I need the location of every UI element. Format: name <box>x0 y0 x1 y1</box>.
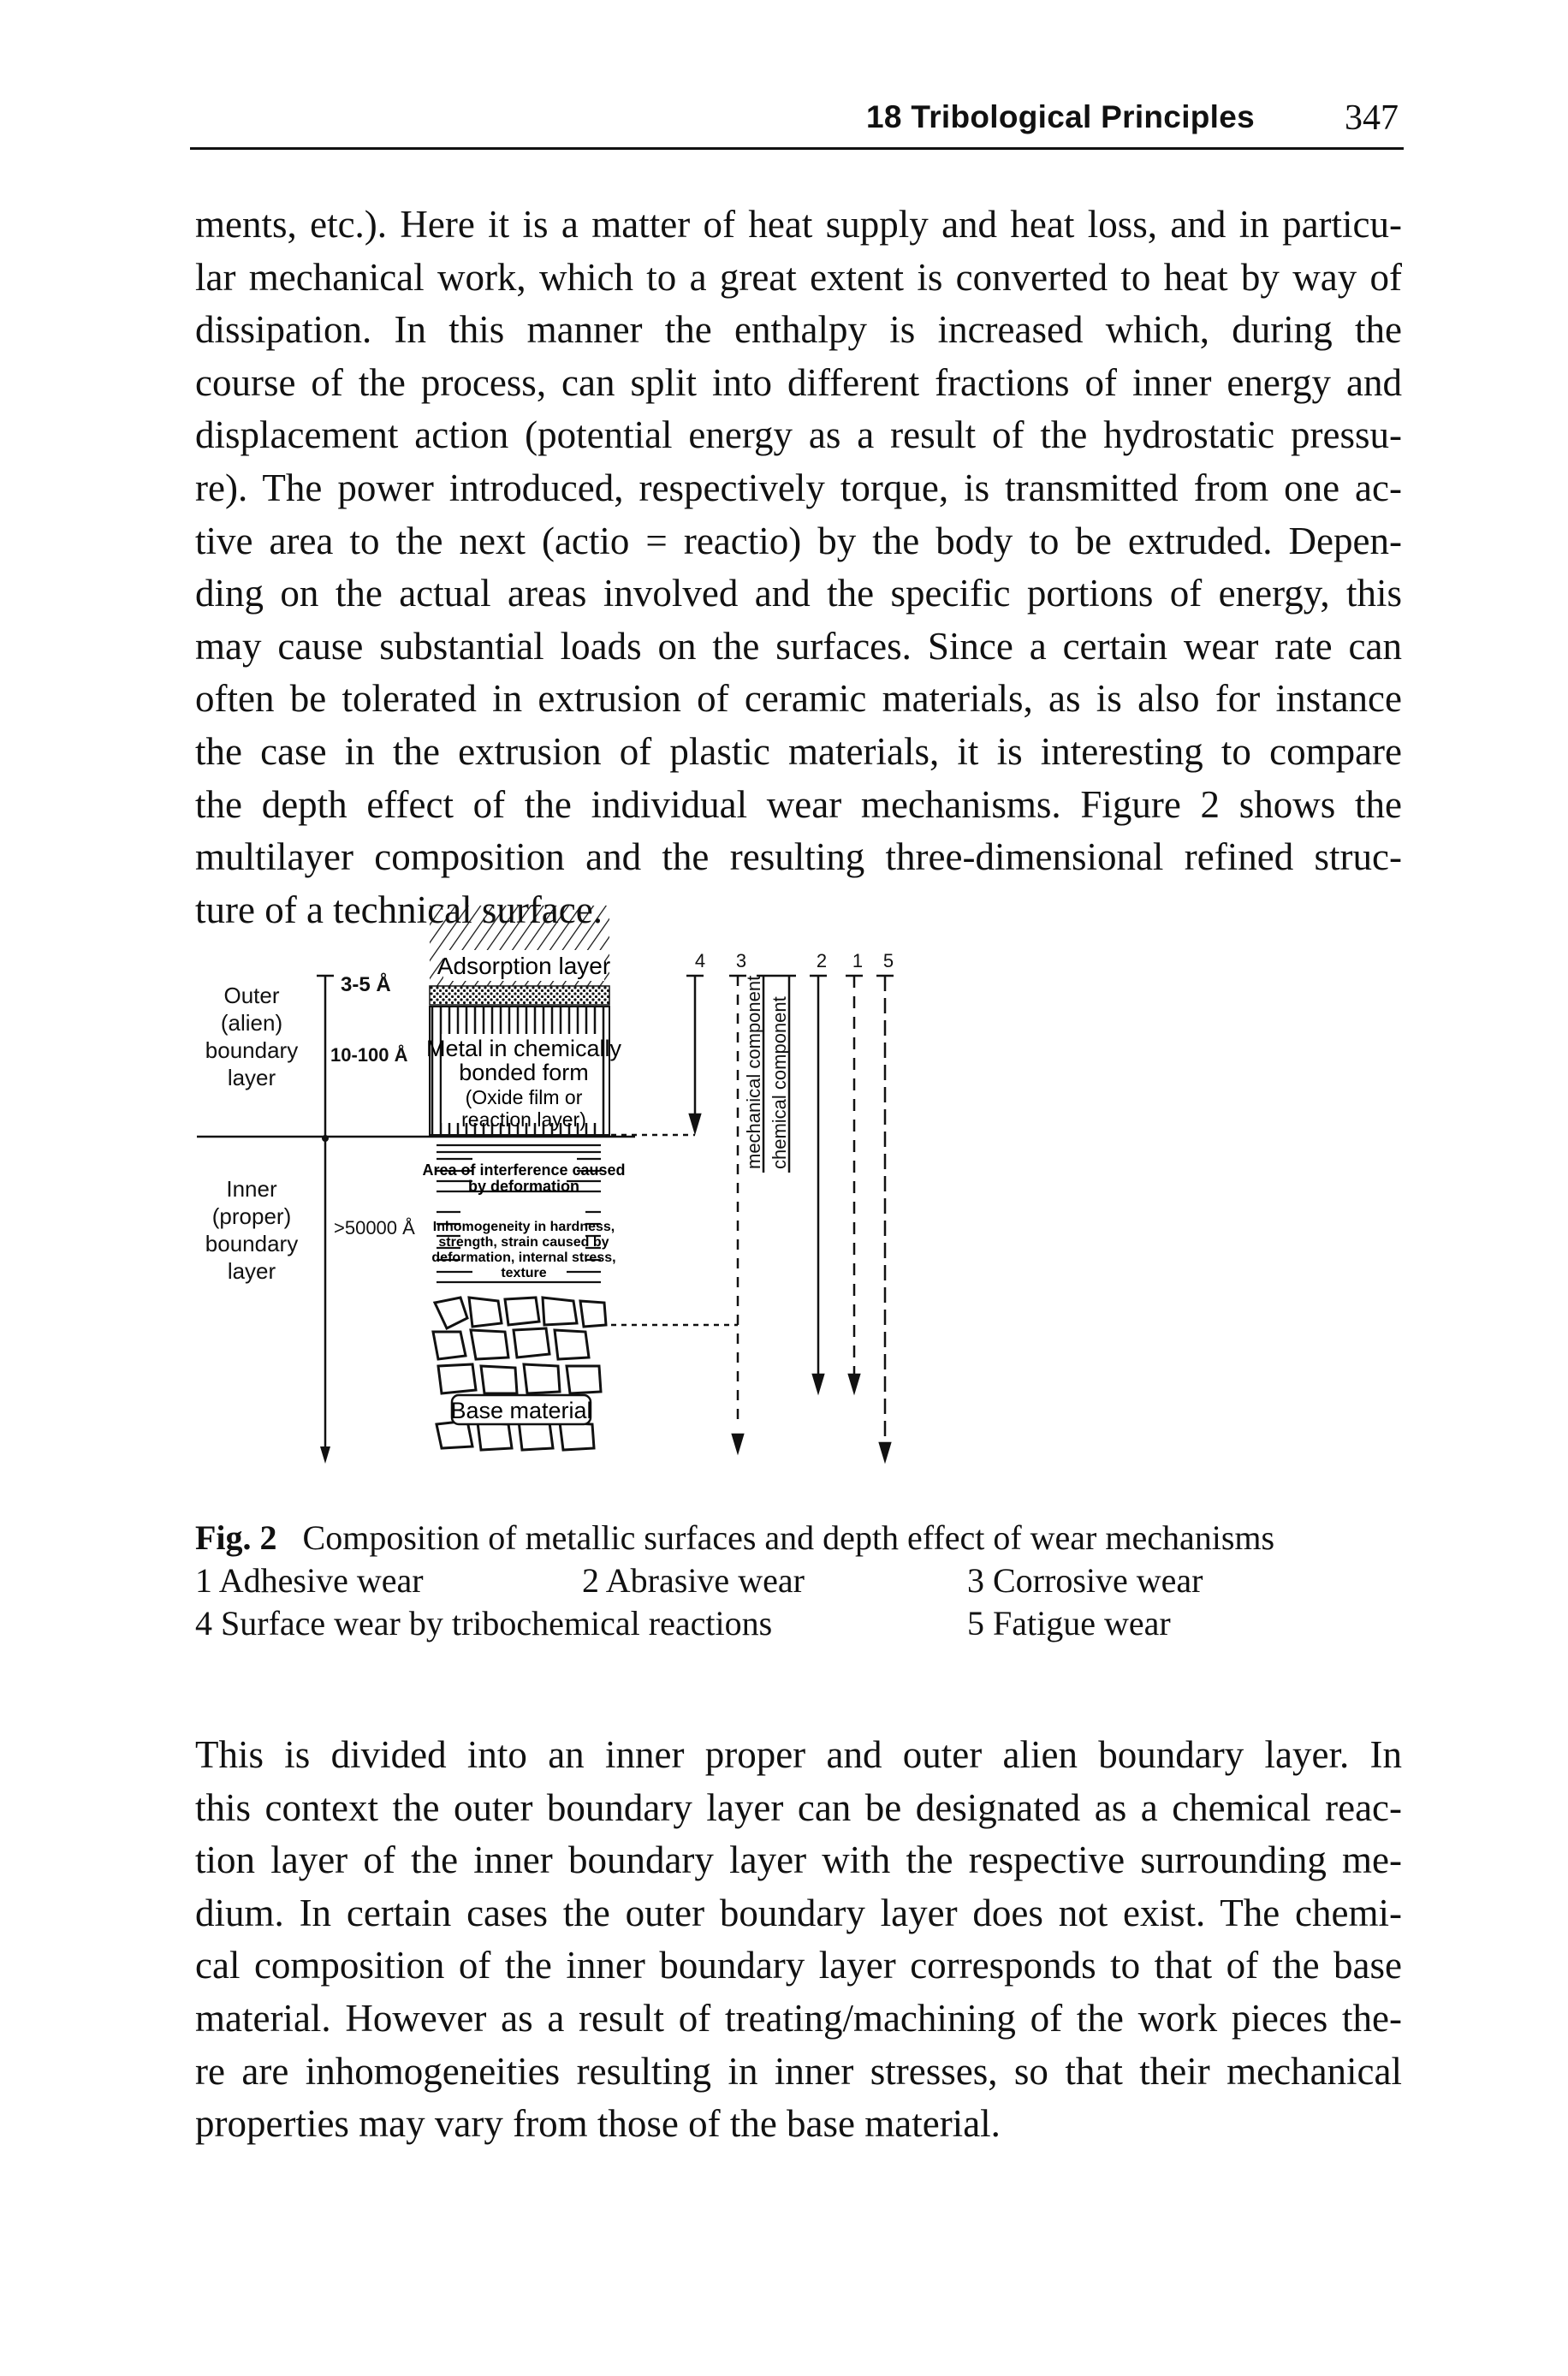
oxide-label-3: (Oxide film or <box>466 1086 583 1108</box>
text-line: material. However as a result of treatin… <box>195 1996 1402 2040</box>
outer-label-3: boundary <box>205 1037 298 1063</box>
text-line: course of the process, can split into di… <box>195 360 1402 404</box>
outer-label-4: layer <box>228 1065 276 1090</box>
column-number-5: 5 <box>883 950 894 971</box>
oxide-label-1: Metal in chemically <box>426 1036 622 1061</box>
text-line: properties may vary from those of the ba… <box>195 2102 1001 2146</box>
text-line: often be tolerated in extrusion of ceram… <box>195 677 1402 721</box>
text-line: ding on the actual areas involved and th… <box>195 572 1402 615</box>
outer-label-1: Outer <box>223 983 279 1008</box>
outer-label-2: (alien) <box>221 1010 282 1036</box>
thickness-adsorption: 3-5 Å <box>341 972 391 996</box>
caption-item-1: 1 Adhesive wear <box>195 1561 424 1600</box>
text-line: re). The power introduced, respectively … <box>195 466 1402 509</box>
caption-fig-label: Fig. 2 <box>195 1518 277 1557</box>
figure-2: Outer (alien) boundary layer Inner (prop… <box>190 890 1405 1489</box>
figure-caption: Fig. 2 Composition of metallic surfaces … <box>195 1517 1411 1645</box>
text-line: dium. In certain cases the outer boundar… <box>195 1891 1402 1934</box>
chapter-title: 18 Tribological Principles <box>866 99 1256 134</box>
base-material-box <box>450 1393 592 1426</box>
surface-composition-diagram: Outer (alien) boundary layer Inner (prop… <box>197 906 894 1464</box>
depth-arrow-icon <box>320 1446 330 1464</box>
paragraph-2: This is divided into an inner proper and… <box>195 1729 1402 2151</box>
oxide-label-4: reaction layer) <box>461 1108 586 1131</box>
paragraph-1: ments, etc.). Here it is a matter of hea… <box>195 199 1402 936</box>
interference-label-2: by deformation <box>468 1178 579 1195</box>
inner-label-4: layer <box>228 1258 276 1284</box>
text-line: the depth effect of the individual wear … <box>195 782 1402 826</box>
text-line: re are inhomogeneities resulting in inne… <box>195 2049 1402 2093</box>
caption-item-4: 4 Surface wear by tribochemical reaction… <box>195 1604 773 1642</box>
text-line: this context the outer boundary layer ca… <box>195 1785 1402 1829</box>
page-number: 347 <box>1345 98 1399 138</box>
layer-stack: Adsorption layer Metal in chemically bon… <box>422 906 626 1452</box>
column-number-4: 4 <box>695 950 705 971</box>
text-line: cal composition of the inner boundary la… <box>195 1944 1402 1987</box>
column-number-1: 1 <box>852 950 863 971</box>
thickness-oxide: 10-100 Å <box>330 1043 408 1066</box>
caption-items-row-1: 1 Adhesive wear 2 Abrasive wear 3 Corros… <box>195 1559 1411 1602</box>
inhomogeneity-label-2: strength, strain caused by <box>438 1235 609 1250</box>
adsorption-label: Adsorption layer <box>437 953 610 979</box>
caption-item-3: 3 Corrosive wear <box>967 1561 1203 1600</box>
inhomogeneity-label-3: deformation, internal stress, <box>431 1250 615 1265</box>
text-line: the case in the extrusion of plastic mat… <box>195 729 1402 773</box>
text-line: may cause substantial loads on the surfa… <box>195 624 1402 668</box>
caption-title: Composition of metallic surfaces and dep… <box>302 1518 1275 1557</box>
oxide-label-2: bonded form <box>459 1060 589 1085</box>
text-line: dissipation. In this manner the enthalpy… <box>195 308 1402 352</box>
mechanical-component-label: mechanical component <box>743 976 764 1169</box>
base-material-label: Base material <box>450 1398 591 1423</box>
caption-item-5: 5 Fatigue wear <box>967 1604 1171 1642</box>
inner-label-1: Inner <box>226 1176 277 1202</box>
inhomogeneity-label-1: Inhomogeneity in hardness, <box>433 1220 615 1234</box>
running-header: 18 Tribological Principles 347 <box>190 96 1404 150</box>
text-line: This is divided into an inner proper and… <box>195 1733 1402 1776</box>
inner-label-2: (proper) <box>212 1203 291 1229</box>
inner-label-3: boundary <box>205 1231 298 1256</box>
text-line: lar mechanical work, which to a great ex… <box>195 255 1402 299</box>
adsorption-band <box>429 985 610 1006</box>
interference-label-1: Area of interference caused <box>422 1161 625 1179</box>
text-line: tive area to the next (actio = reactio) … <box>195 519 1402 562</box>
inhomogeneity-label-4: texture <box>501 1266 546 1280</box>
thickness-inner: >50000 Å <box>334 1217 415 1238</box>
text-line: multilayer composition and the resulting… <box>195 835 1402 879</box>
column-number-3: 3 <box>736 950 746 971</box>
chemical-component-label: chemical component <box>769 996 790 1169</box>
text-line: ments, etc.). Here it is a matter of hea… <box>195 203 1402 246</box>
column-number-2: 2 <box>817 950 827 971</box>
base-material-grains <box>431 1296 608 1452</box>
caption-item-2: 2 Abrasive wear <box>582 1561 805 1600</box>
text-line: displacement action (potential energy as… <box>195 413 1402 457</box>
caption-title-row: Fig. 2 Composition of metallic surfaces … <box>195 1517 1411 1559</box>
text-line: tion layer of the inner boundary layer w… <box>195 1838 1402 1882</box>
caption-items-row-2: 4 Surface wear by tribochemical reaction… <box>195 1602 1411 1645</box>
